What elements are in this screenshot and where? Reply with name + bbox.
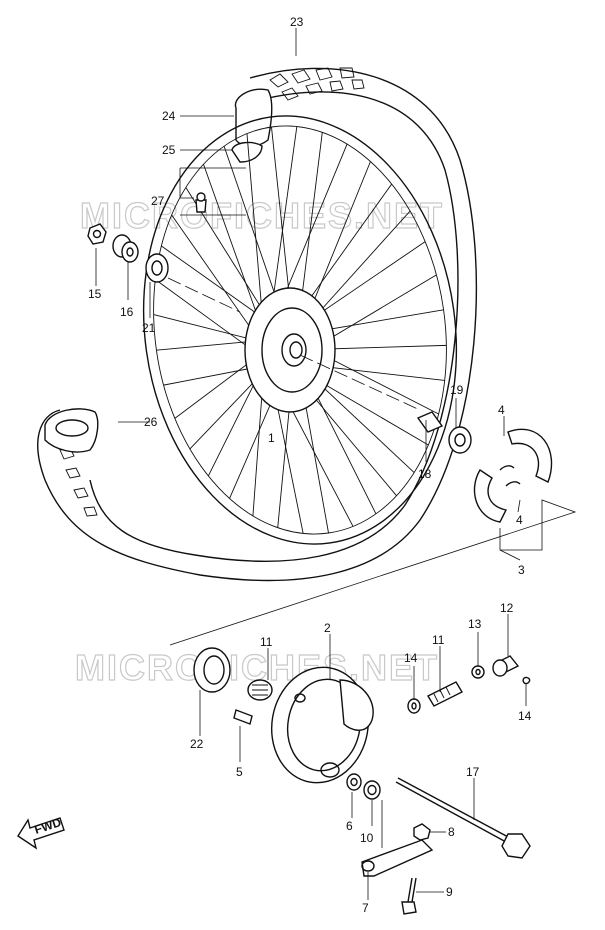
tire: [37, 67, 478, 582]
callout-14b: 14: [404, 651, 418, 665]
callout-21: 21: [142, 321, 156, 335]
callout-13: 12: [500, 601, 514, 615]
spacer-18: [112, 234, 139, 263]
washer-14-right: [471, 665, 485, 679]
washer-10: [363, 780, 381, 800]
callout-9: 9: [446, 885, 453, 899]
watermark-upper: MICROFICHES.NET: [80, 195, 444, 236]
nut-8: [413, 823, 431, 841]
callout-1: 1: [268, 431, 275, 445]
brake-panel: [270, 666, 374, 784]
callout-23: 23: [290, 15, 304, 29]
shoe-group-box: [169, 499, 577, 646]
callout-8: 8: [448, 825, 455, 839]
rim: [142, 115, 458, 545]
callout-15: 14: [518, 709, 532, 723]
callout-4a: 4: [498, 403, 505, 417]
callout-7: 7: [362, 901, 369, 915]
callout-24: 24: [162, 109, 176, 123]
callout-22: 22: [190, 737, 204, 751]
wheel-assembly: [37, 67, 478, 582]
callout-18: 16: [120, 305, 134, 319]
speedo-joint-13: [492, 655, 520, 677]
callout-25: 25: [162, 143, 176, 157]
group-bracket-upper: [179, 167, 246, 216]
callout-27: 27: [151, 194, 165, 208]
callout-19: 18: [418, 467, 432, 481]
tube-section: [231, 141, 263, 163]
callout-4b: 4: [516, 513, 523, 527]
fwd-arrow-icon: FWD: [17, 815, 65, 850]
callout-5: 5: [236, 765, 243, 779]
bearing-20: [448, 426, 472, 454]
brake-arm-7: [361, 839, 434, 877]
valve-stem: [195, 192, 207, 213]
axle-centerline: [167, 277, 421, 411]
tire-section-bottom: [44, 408, 99, 453]
speedo-gear-12: [427, 681, 463, 707]
callout-17: 15: [88, 287, 102, 301]
callout-numbers: 23 24 25 27 15 16 21 26 1 19 18 4 4 3 2 …: [88, 15, 532, 915]
washer-14-left: [407, 698, 421, 714]
bolt-9: [401, 877, 417, 915]
callout-10: 10: [360, 831, 374, 845]
callout-14a: 13: [468, 617, 482, 631]
callout-26: 26: [144, 415, 158, 429]
cable-guide-5: [233, 709, 253, 725]
callout-3: 3: [518, 563, 525, 577]
callout-12: 11: [432, 633, 445, 647]
clip-15: [522, 676, 531, 685]
leader-lines: [95, 28, 527, 900]
washer-6: [346, 773, 362, 791]
callout-11: 11: [260, 635, 273, 649]
hub: [244, 287, 336, 413]
callout-20: 19: [450, 383, 464, 397]
cam-gear-11: [247, 679, 273, 701]
axle-16: [395, 777, 531, 859]
callout-6: 6: [346, 819, 353, 833]
spacer-19: [416, 411, 444, 433]
callout-2: 2: [324, 621, 331, 635]
bearing-21: [145, 253, 169, 283]
dust-seal-22: [193, 647, 231, 693]
callout-16: 17: [466, 765, 480, 779]
brake-shoes: [473, 428, 553, 523]
axle-nut-17: [87, 223, 107, 245]
